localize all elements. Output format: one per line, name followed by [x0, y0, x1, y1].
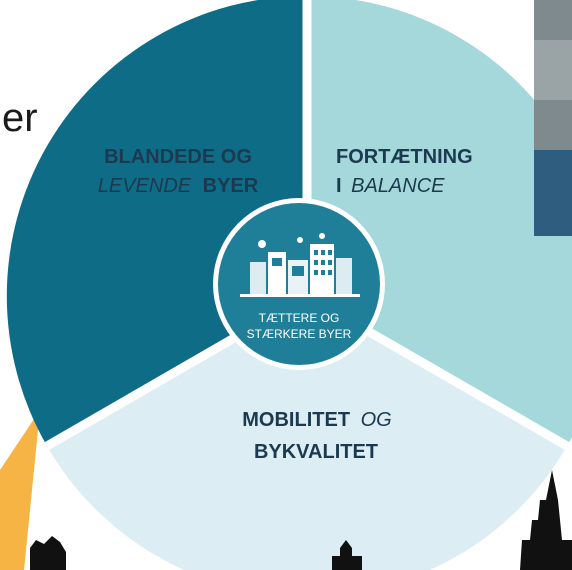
segment-label-densification-line2: I BALANCE	[336, 175, 445, 197]
segment-balanced-densification	[307, 0, 572, 446]
partial-text-fragment: er	[2, 96, 38, 140]
segment-label-densification-bold: I	[336, 175, 342, 197]
segment-label-mobility-italic: OG	[361, 409, 392, 431]
center-label-line2: STÆRKERE BYER	[247, 327, 352, 341]
orange-accent-shape	[0, 410, 40, 570]
segment-label-densification-italic: BALANCE	[351, 175, 445, 197]
segment-label-mobility-bold: MOBILITET	[242, 409, 350, 431]
segment-label-mixed-bold: BYER	[203, 175, 259, 197]
segment-label-mixed-line2: LEVENDE BYER	[98, 175, 259, 197]
building-windows	[272, 250, 332, 276]
segment-label-mixed-italic: LEVENDE	[98, 175, 192, 197]
photo-fragment-water	[534, 150, 572, 236]
segment-label-densification-line1: FORTÆTNING	[336, 146, 473, 168]
segment-mobility-urban-quality	[47, 296, 567, 570]
segment-label-mixed-line1: BLANDEDE OG	[104, 146, 252, 168]
segment-label-mobility-line2: BYKVALITET	[254, 441, 378, 463]
photo-fragment-stones	[534, 40, 572, 100]
segment-label-mobility-line1: MOBILITET OG	[242, 409, 391, 431]
center-label-line1: TÆTTERE OG	[259, 311, 340, 325]
